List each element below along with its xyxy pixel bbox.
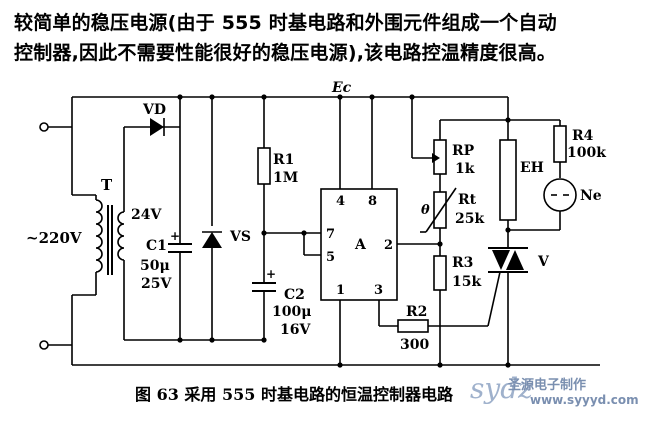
pin-7: 7 bbox=[326, 227, 335, 242]
label-ac-input: ~220V bbox=[26, 229, 82, 247]
label-c2-voltage: 16V bbox=[280, 322, 311, 338]
label-r4: R4 bbox=[572, 128, 594, 144]
figure-caption: 图 63 采用 555 时基电路的恒温控制器电路 bbox=[135, 385, 453, 404]
label-r3: R3 bbox=[452, 255, 473, 271]
label-c1-plus: + bbox=[170, 229, 180, 243]
watermark-logo: sydz bbox=[470, 372, 533, 405]
label-c2-capacitance: 100μ bbox=[272, 304, 311, 320]
watermark-text: 圣源电子制作 bbox=[508, 378, 587, 393]
label-rp: RP bbox=[452, 143, 475, 159]
label-r1: R1 bbox=[273, 152, 294, 168]
label-r1-value: 1M bbox=[273, 170, 298, 186]
label-r2: R2 bbox=[406, 304, 427, 320]
label-rt-value: 25k bbox=[455, 211, 484, 227]
label-v: V bbox=[537, 254, 550, 270]
label-r2-value: 300 bbox=[400, 337, 429, 353]
label-24v: 24V bbox=[131, 207, 162, 223]
intro-text: 较简单的稳压电源(由于 555 时基电路和外围元件组成一个自动 控制器,因此不需… bbox=[14, 8, 644, 68]
label-t: T bbox=[101, 176, 113, 194]
ic-label-a: A bbox=[354, 237, 367, 253]
label-r4-value: 100k bbox=[567, 145, 606, 161]
label-ec: Ec bbox=[331, 80, 352, 96]
label-rt: Rt bbox=[458, 192, 477, 208]
pin-3: 3 bbox=[374, 283, 383, 298]
label-theta: θ bbox=[421, 203, 430, 218]
label-rp-value: 1k bbox=[455, 161, 475, 177]
pin-5: 5 bbox=[326, 250, 335, 265]
pin-4: 4 bbox=[336, 194, 345, 209]
label-c2: C2 bbox=[284, 287, 305, 303]
label-c1-capacitance: 50μ bbox=[140, 258, 170, 274]
label-ne: Ne bbox=[580, 188, 602, 204]
label-r3-value: 15k bbox=[452, 274, 481, 290]
pin-1: 1 bbox=[336, 283, 345, 298]
label-vd: VD bbox=[142, 102, 166, 118]
pin-8: 8 bbox=[368, 194, 377, 209]
intro-line-1: 较简单的稳压电源(由于 555 时基电路和外围元件组成一个自动 bbox=[14, 12, 557, 34]
label-eh: EH bbox=[520, 160, 544, 176]
label-c2-plus: + bbox=[266, 267, 276, 281]
label-c1: C1 bbox=[146, 238, 167, 254]
label-c1-voltage: 25V bbox=[141, 276, 172, 292]
pin-2: 2 bbox=[384, 238, 393, 253]
watermark-url: www.syyyd.com bbox=[530, 393, 639, 407]
intro-line-2: 控制器,因此不需要性能很好的稳压电源),该电路控温精度很高。 bbox=[14, 42, 557, 64]
label-vs: VS bbox=[229, 229, 251, 245]
